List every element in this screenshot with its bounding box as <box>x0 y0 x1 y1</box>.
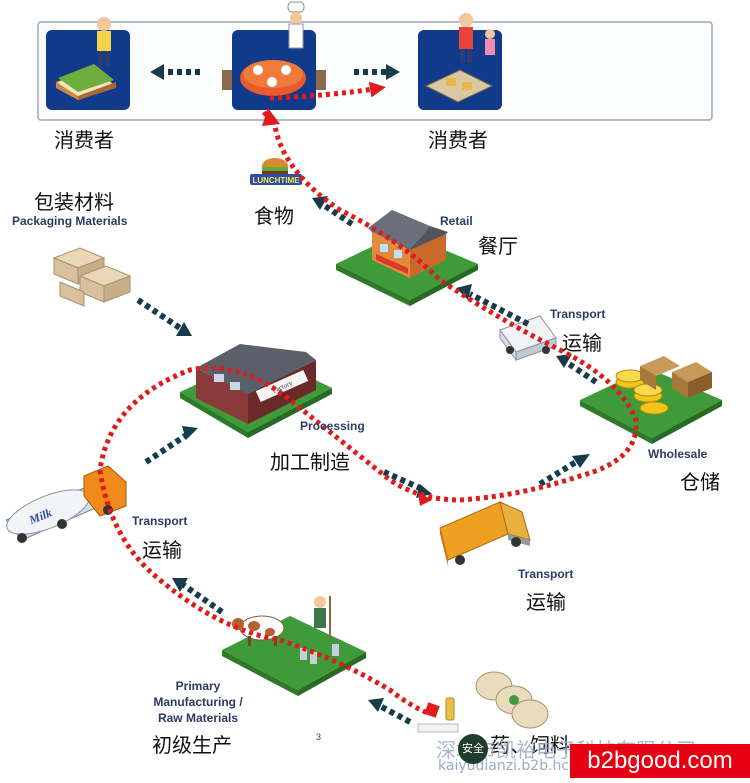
transport-top-label-en: Transport <box>550 307 606 321</box>
consumer-right-label: 消费者 <box>428 128 488 152</box>
safety-badge: 安全 <box>458 734 488 764</box>
page-number: 3 <box>316 732 322 742</box>
wholesale-label-zh: 仓储 <box>680 470 720 494</box>
packaging-label-en: Packaging Materials <box>12 214 128 228</box>
retail-label-zh: 餐厅 <box>478 234 518 258</box>
primary-label-en-line2: Manufacturing / <box>153 695 243 709</box>
red-path-endpoint <box>424 702 440 718</box>
wholesale-goods-illustration <box>580 356 722 444</box>
packaging-boxes-illustration <box>52 247 132 307</box>
cargo-truck-illustration <box>439 501 531 566</box>
milk-tanker-truck-illustration: Milk <box>5 465 127 543</box>
processing-label-en: Processing <box>300 419 365 433</box>
flow-arrows-dark <box>136 69 598 725</box>
food-label: 食物 <box>254 204 294 228</box>
transport-bottom-label-zh: 运输 <box>526 590 566 614</box>
restaurant-table-illustration <box>222 1 326 110</box>
transport-bottom-label-en: Transport <box>518 567 574 581</box>
lunchtime-sign-text: LUNCHTIME <box>252 176 300 185</box>
transport-top-label-zh: 运输 <box>562 331 602 355</box>
inputs-label-zh: 药、饲料 <box>490 733 570 757</box>
supply-chain-path-red <box>97 81 639 717</box>
feed-and-medicine-illustration <box>417 671 549 733</box>
processing-label-zh: 加工制造 <box>270 450 350 474</box>
watermark-brand-box: b2bgood.com <box>570 744 750 778</box>
consumer-left-illustration <box>46 17 130 110</box>
packaging-label-zh: 包装材料 <box>34 190 114 214</box>
retail-label-en: Retail <box>440 214 473 228</box>
primary-label-en-line1: Primary <box>175 679 221 693</box>
consumer-left-label: 消费者 <box>54 128 114 152</box>
primary-label-en-line3: Raw Materials <box>157 711 239 725</box>
transport-left-label-zh: 运输 <box>142 538 182 562</box>
primary-label-zh: 初级生产 <box>152 733 232 757</box>
transport-left-label-en: Transport <box>132 514 188 528</box>
red-path-arrowhead <box>262 108 280 126</box>
red-path-arrowhead-processing <box>418 492 432 506</box>
watermark: 深圳市凯裕电子科技有限公司 kaiyudianzi.b2b.hc360.com … <box>396 726 750 783</box>
consumer-right-illustration <box>418 13 502 110</box>
retail-building-illustration <box>336 210 478 306</box>
lunchtime-burger-icon: LUNCHTIME <box>250 158 302 185</box>
wholesale-label-en: Wholesale <box>648 447 708 461</box>
